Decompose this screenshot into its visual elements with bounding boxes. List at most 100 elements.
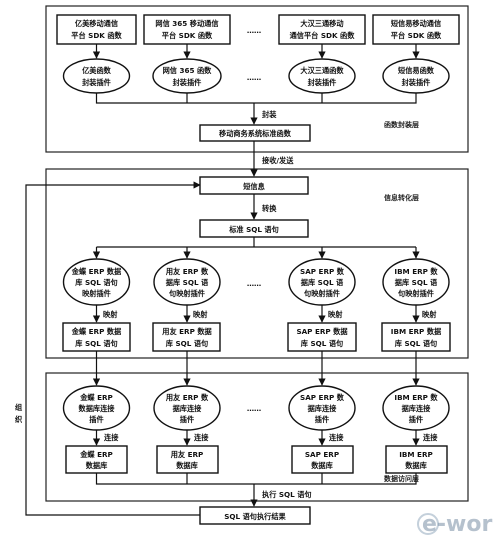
conn-label-kingdee: 连接 [104, 433, 119, 442]
svg-text:数据库: 数据库 [86, 461, 108, 470]
conn-label-ibm: 连接 [423, 433, 438, 442]
map-label-kingdee: 映射 [103, 310, 118, 319]
standard-sql-box: 标准 SQL 语句 [199, 219, 309, 238]
svg-text:库 SQL 语句: 库 SQL 语句 [301, 339, 343, 348]
svg-text:句映射插件: 句映射插件 [398, 289, 434, 298]
standard-function-box: 移动商务系统标准函数 [199, 124, 311, 142]
svg-text:IBM ERP 数据: IBM ERP 数据 [391, 327, 442, 336]
svg-text:IBM ERP 数: IBM ERP 数 [394, 393, 438, 402]
svg-text:SAP ERP 数: SAP ERP 数 [300, 267, 345, 276]
svg-text:IBM ERP 数: IBM ERP 数 [394, 267, 438, 276]
svg-text:插件: 插件 [409, 415, 423, 424]
svg-text:网信 365 移动通信: 网信 365 移动通信 [155, 19, 218, 28]
conn-label-yonyou: 连接 [194, 433, 209, 442]
svg-text:库 SQL 语句: 库 SQL 语句 [166, 339, 208, 348]
convert-label: 转换 [262, 204, 277, 213]
svg-text:SAP ERP 数: SAP ERP 数 [300, 393, 345, 402]
sdk-box-dahan: 大汉三通移动 通信平台 SDK 函数 [278, 14, 366, 45]
svg-text:句映射插件: 句映射插件 [169, 289, 205, 298]
exec-sql-label: 执行 SQL 语句 [262, 490, 312, 499]
map-plugin-sap: SAP ERP 数 据库 SQL 语 句映射插件 [288, 258, 356, 306]
svg-text:数据库: 数据库 [311, 461, 333, 470]
layer-name-info-convert: 信息转化层 [384, 193, 419, 202]
svg-text:据库连接: 据库连接 [173, 404, 203, 413]
svg-text:数据库: 数据库 [176, 461, 198, 470]
merge-line-db [95, 473, 417, 485]
map-label-sap: 映射 [328, 310, 343, 319]
svg-text:封装插件: 封装插件 [402, 78, 431, 87]
svg-text:句映射插件: 句映射插件 [304, 289, 340, 298]
svg-text:短信息: 短信息 [243, 182, 265, 191]
conn-plugin-kingdee: 金蝶 ERP 数据库连接 插件 [62, 385, 131, 431]
e-works-watermark: e-works [417, 512, 493, 537]
function-wrap-layer-frame [45, 5, 469, 153]
svg-text:数据库: 数据库 [405, 461, 427, 470]
svg-text:据库 SQL 语: 据库 SQL 语 [166, 278, 209, 287]
map-ellipsis: …… [247, 279, 261, 288]
conn-plugin-yonyou: 用友 ERP 数 据库连接 插件 [153, 385, 221, 431]
svg-text:标准 SQL 语句: 标准 SQL 语句 [228, 225, 279, 234]
conn-plugin-ibm: IBM ERP 数 据库连接 插件 [382, 385, 450, 431]
sql-box-sap: SAP ERP 数据 库 SQL 语句 [287, 322, 357, 352]
map-plugin-ibm: IBM ERP 数 据库 SQL 语 句映射插件 [382, 258, 450, 306]
svg-text:平台 SDK 函数: 平台 SDK 函数 [162, 31, 213, 40]
plugin-ellipse-wangxin365: 网信 365 函数 封装插件 [152, 58, 222, 94]
svg-text:大汉三通移动: 大汉三通移动 [300, 19, 343, 28]
svg-text:插件: 插件 [89, 415, 103, 424]
conn-label-sap: 连接 [329, 433, 344, 442]
svg-text:金蝶 ERP 数据: 金蝶 ERP 数据 [71, 327, 122, 336]
svg-text:封装插件: 封装插件 [82, 78, 111, 87]
svg-text:SAP ERP 数据: SAP ERP 数据 [296, 327, 348, 336]
receive-send-label: 接收/发送 [262, 156, 294, 165]
sql-result-box: SQL 语句执行结果 [199, 506, 311, 525]
svg-text:亿美函数: 亿美函数 [82, 66, 112, 75]
svg-text:库 SQL 语句: 库 SQL 语句 [75, 278, 117, 287]
sms-box: 短信息 [199, 176, 309, 195]
svg-text:移动商务系统标准函数: 移动商务系统标准函数 [219, 129, 292, 138]
sdk-box-duanxinyi: 短信易移动通信 平台 SDK 函数 [372, 14, 460, 45]
svg-text:库 SQL 语句: 库 SQL 语句 [395, 339, 437, 348]
info-convert-layer-frame [45, 168, 469, 359]
svg-text:数据库连接: 数据库连接 [79, 404, 116, 413]
svg-text:金蝶 ERP: 金蝶 ERP [79, 393, 113, 402]
sdk-box-yimei: 亿美移动通信 平台 SDK 函数 [56, 14, 137, 45]
db-box-kingdee: 金蝶 ERP 数据库 [65, 445, 128, 474]
svg-text:封装插件: 封装插件 [173, 78, 202, 87]
organize-label-1: 组 [15, 403, 23, 412]
svg-text:通信平台 SDK 函数: 通信平台 SDK 函数 [290, 31, 356, 40]
svg-text:库 SQL 语句: 库 SQL 语句 [75, 339, 117, 348]
plugin-ellipse-dahan: 大汉三通函数 封装插件 [288, 58, 356, 94]
svg-text:SQL 语句执行结果: SQL 语句执行结果 [224, 512, 286, 521]
map-label-yonyou: 映射 [193, 310, 208, 319]
layer-name-function-wrap: 函数封装层 [384, 120, 419, 129]
svg-text:短信易移动通信: 短信易移动通信 [391, 19, 441, 28]
organize-label-2: 织 [15, 415, 22, 424]
plugin-ellipse-duanxinyi: 短信易函数 封装插件 [382, 58, 450, 94]
conn-ellipsis: …… [247, 404, 261, 413]
svg-text:SAP ERP: SAP ERP [305, 450, 339, 459]
db-box-yonyou: 用友 ERP 数据库 [156, 445, 219, 474]
svg-text:插件: 插件 [315, 415, 329, 424]
plugin-ellipse-yimei: 亿美函数 封装插件 [62, 58, 131, 94]
svg-text:据库连接: 据库连接 [402, 404, 432, 413]
svg-text:用友 ERP: 用友 ERP [170, 450, 204, 459]
svg-text:e-works: e-works [422, 512, 493, 537]
wrap-label: 封装 [262, 110, 277, 119]
db-box-sap: SAP ERP 数据库 [291, 445, 354, 474]
map-label-ibm: 映射 [422, 310, 437, 319]
plugin-ellipsis: …… [247, 73, 261, 82]
svg-text:映射插件: 映射插件 [82, 289, 111, 298]
svg-text:金蝶 ERP 数据: 金蝶 ERP 数据 [71, 267, 122, 276]
merge-line-plugins [95, 93, 417, 104]
sdk-box-wangxin365: 网信 365 移动通信 平台 SDK 函数 [143, 14, 231, 45]
map-plugin-yonyou: 用友 ERP 数 据库 SQL 语 句映射插件 [153, 258, 221, 306]
layer-name-data-access: 数据访问层 [384, 474, 419, 483]
svg-text:用友 ERP 数: 用友 ERP 数 [165, 393, 209, 402]
sql-box-ibm: IBM ERP 数据 库 SQL 语句 [381, 322, 451, 352]
svg-text:封装插件: 封装插件 [308, 78, 337, 87]
svg-text:平台 SDK 函数: 平台 SDK 函数 [71, 31, 122, 40]
db-box-ibm: IBM ERP 数据库 [385, 445, 448, 474]
svg-text:金蝶 ERP: 金蝶 ERP [79, 450, 113, 459]
svg-text:插件: 插件 [180, 415, 194, 424]
